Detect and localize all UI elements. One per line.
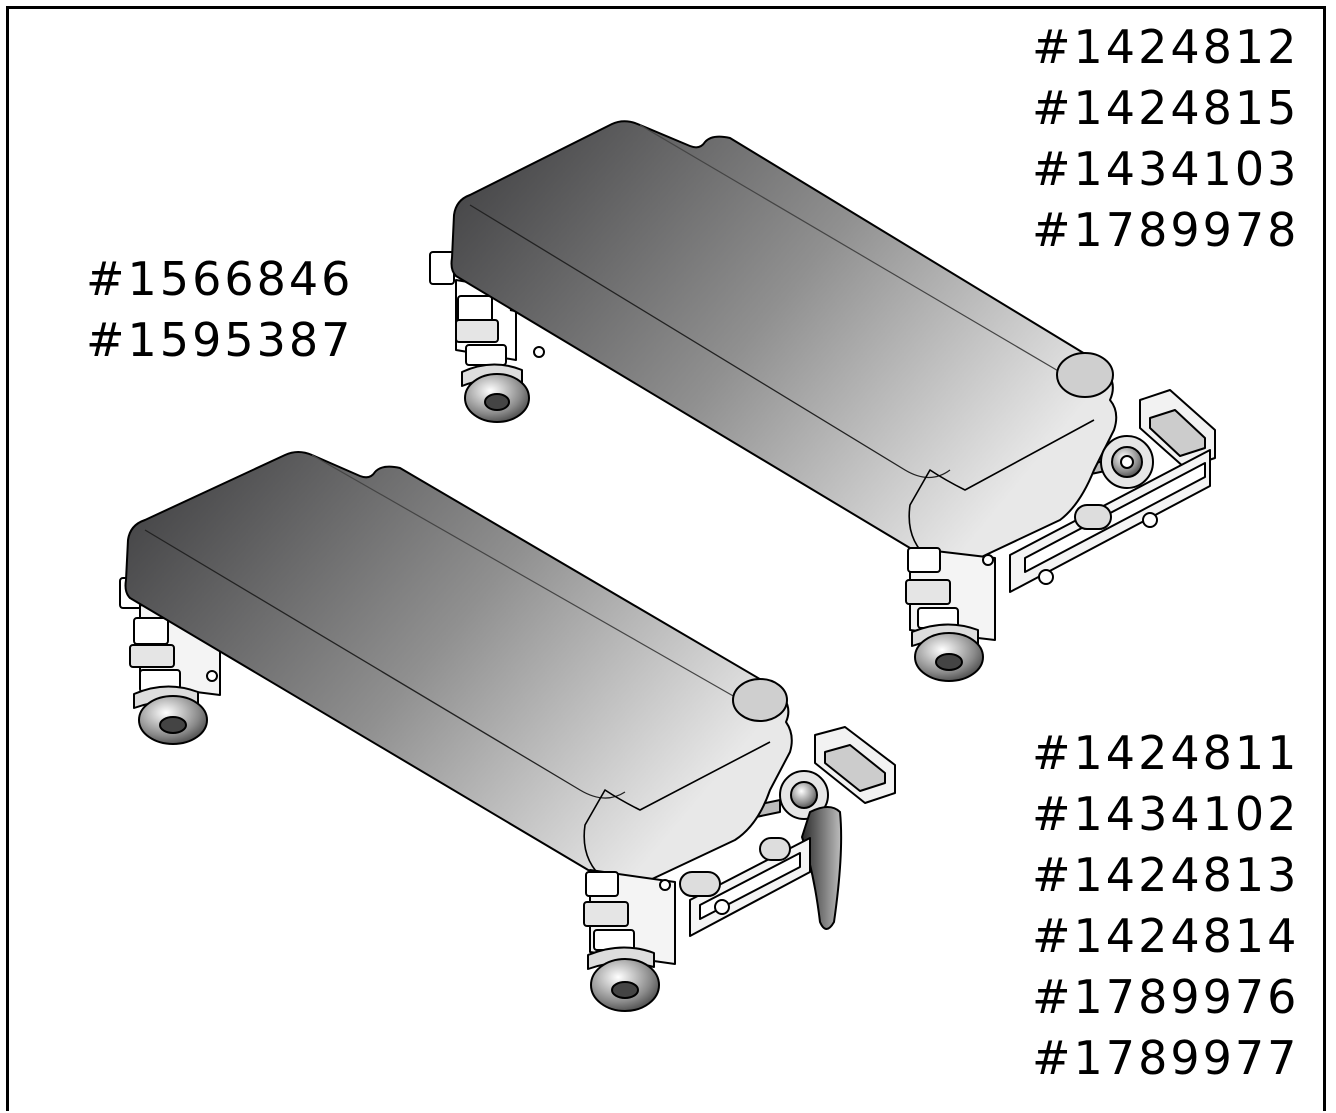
- part-number: #1434103: [1032, 142, 1300, 196]
- armrest-upper: [429, 120, 1216, 682]
- upper-pad: [450, 120, 1118, 567]
- part-number: #1424811: [1032, 726, 1300, 780]
- armrest-lower: [119, 451, 896, 1012]
- part-number: #1434102: [1032, 787, 1300, 841]
- lower-pad: [124, 451, 793, 887]
- part-number: #1595387: [86, 313, 354, 367]
- upper-left-clamp: [429, 251, 551, 423]
- part-number: #1424813: [1032, 848, 1300, 902]
- part-number: #1789977: [1032, 1031, 1300, 1085]
- upper-right-mechanism: [1009, 389, 1216, 593]
- part-number: #1566846: [86, 252, 354, 306]
- lower-right-clamp: [583, 869, 676, 1012]
- part-number: #1789976: [1032, 970, 1300, 1024]
- part-numbers-lower-armrest: #1424811 #1434102 #1424813 #1424814 #178…: [1032, 723, 1299, 1089]
- part-number: #1789978: [1032, 203, 1300, 257]
- part-numbers-upper-armrest: #1424812 #1424815 #1434103 #1789978: [1032, 17, 1299, 261]
- part-number: #1424815: [1032, 81, 1300, 135]
- part-numbers-left: #1566846 #1595387: [86, 249, 353, 371]
- upper-right-clamp: [905, 547, 996, 682]
- part-number: #1424812: [1032, 20, 1300, 74]
- lower-right-mechanism: [679, 726, 896, 937]
- part-number: #1424814: [1032, 909, 1300, 963]
